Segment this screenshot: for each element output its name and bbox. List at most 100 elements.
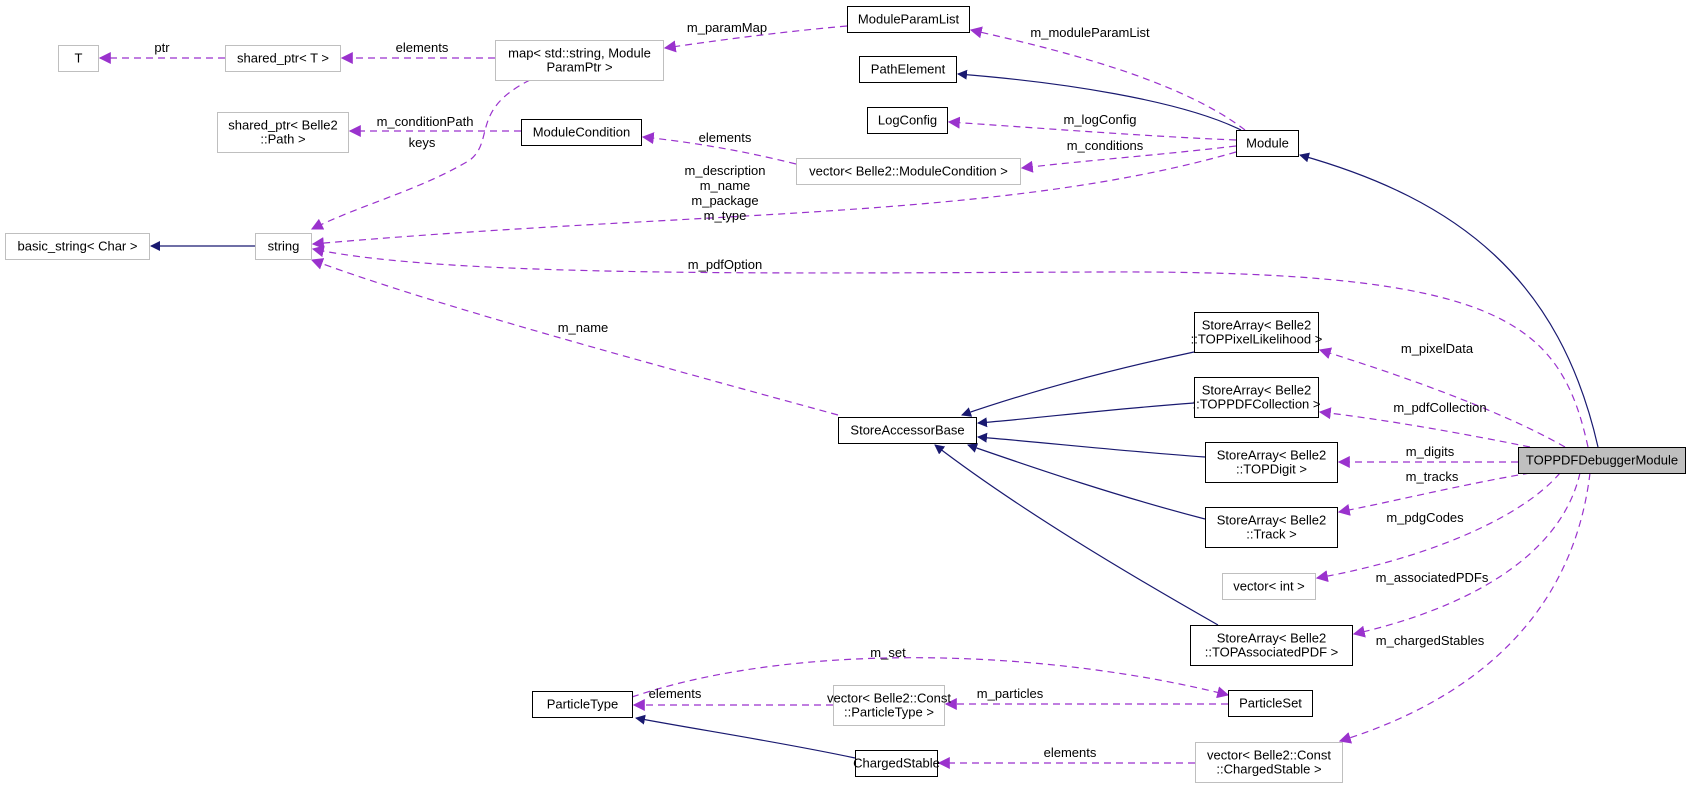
class-node-ChargedStable[interactable]: ChargedStable: [853, 750, 940, 777]
edge-line: [961, 351, 1195, 417]
edge-line: [977, 402, 1195, 428]
usage-edge-TOPPDFDebuggerModule-to-vector_int: [1315, 472, 1561, 583]
node-box: [217, 112, 349, 153]
edge-label: keys: [409, 135, 436, 150]
node-label: LogConfig: [878, 113, 937, 128]
class-node-Module[interactable]: Module: [1236, 130, 1299, 157]
usage-edge-TOPPDFDebuggerModule-to-SA_pixel: [1318, 347, 1566, 448]
node-label: StoreArray< Belle2: [1202, 383, 1311, 398]
usage-edge-TOPPDFDebuggerModule-to-SA_assoc: [1352, 472, 1581, 638]
class-node-ModuleParamList[interactable]: ModuleParamList: [847, 6, 970, 33]
node-box: [1222, 573, 1316, 600]
node-label: shared_ptr< T >: [237, 51, 329, 66]
class-node-SA_assoc[interactable]: StoreArray< Belle2::TOPAssociatedPDF >: [1190, 625, 1353, 666]
usage-edge-Module-to-string: [311, 151, 1237, 250]
node-box: [5, 233, 150, 260]
class-node-ParticleSet[interactable]: ParticleSet: [1228, 690, 1313, 717]
class-node-StoreAccessorBase[interactable]: StoreAccessorBase: [838, 417, 977, 444]
edge-label: m_digits: [1406, 444, 1455, 459]
class-node-T[interactable]: T: [58, 45, 99, 72]
node-label: StoreArray< Belle2: [1217, 513, 1326, 528]
class-node-vector_ptype[interactable]: vector< Belle2::Const::ParticleType >: [827, 685, 951, 726]
class-node-shared_ptr_T[interactable]: shared_ptr< T >: [225, 45, 341, 72]
class-node-SA_pixel[interactable]: StoreArray< Belle2::TOPPixelLikelihood >: [1191, 312, 1323, 353]
edge-line: [631, 657, 1230, 699]
node-label: string: [268, 239, 300, 254]
node-box: [1228, 690, 1313, 717]
inheritance-edge-SA_pdfcoll-to-StoreAccessorBase: [977, 402, 1195, 428]
node-box: [847, 6, 970, 33]
edge-label: m_description: [685, 163, 766, 178]
class-node-shared_ptr_path[interactable]: shared_ptr< Belle2::Path >: [217, 112, 349, 153]
class-node-LogConfig[interactable]: LogConfig: [867, 107, 948, 134]
edge-line: [1299, 152, 1599, 448]
edge-label: elements: [649, 686, 702, 701]
edge-label: m_conditions: [1067, 138, 1144, 153]
node-label: ModuleCondition: [533, 125, 631, 140]
edge-line: [663, 25, 848, 53]
edge-line: [934, 444, 1219, 626]
edge-line: [1020, 145, 1237, 173]
class-node-string[interactable]: string: [255, 233, 312, 260]
node-box: [1205, 442, 1338, 483]
edge-line: [957, 69, 1242, 131]
node-label: ParticleSet: [1239, 696, 1302, 711]
class-node-ModuleCondition[interactable]: ModuleCondition: [521, 119, 642, 146]
usage-edge-TOPPDFDebuggerModule-to-vector_charged: [1338, 472, 1591, 744]
edges-layer: [98, 25, 1599, 769]
edge-line: [641, 132, 797, 165]
edge-label: m_particles: [977, 686, 1044, 701]
class-node-vector_modcond[interactable]: vector< Belle2::ModuleCondition >: [796, 158, 1021, 185]
node-box: [1205, 507, 1338, 548]
edge-line: [977, 432, 1206, 458]
edge-label: m_set: [870, 645, 906, 660]
node-label: StoreAccessorBase: [850, 423, 964, 438]
class-node-TOPPDFDebuggerModule[interactable]: TOPPDFDebuggerModule: [1518, 447, 1686, 474]
node-box: [1195, 742, 1343, 783]
edge-label: m_name: [700, 178, 751, 193]
class-node-SA_digit[interactable]: StoreArray< Belle2::TOPDigit >: [1205, 442, 1338, 483]
node-box: [1190, 625, 1353, 666]
node-label: vector< Belle2::Const: [827, 691, 951, 706]
inheritance-edge-TOPPDFDebuggerModule-to-Module: [1299, 152, 1599, 448]
usage-edge-Module-to-ModuleParamList: [969, 26, 1246, 131]
edge-label: m_pixelData: [1401, 341, 1474, 356]
edge-label: elements: [396, 40, 449, 55]
node-label: vector< Belle2::ModuleCondition >: [809, 164, 1008, 179]
edge-label: elements: [1044, 745, 1097, 760]
edge-label: m_conditionPath: [377, 114, 474, 129]
class-node-vector_int[interactable]: vector< int >: [1222, 573, 1316, 600]
inheritance-edge-SA_assoc-to-StoreAccessorBase: [934, 444, 1219, 626]
edge-line: [310, 258, 839, 416]
usage-edge-ParticleType-to-ParticleSet: [631, 657, 1230, 699]
class-node-ParticleType[interactable]: ParticleType: [532, 691, 633, 718]
edge-line: [311, 245, 1589, 448]
edge-line: [635, 714, 856, 759]
edge-label: m_tracks: [1406, 469, 1459, 484]
node-label: ::ParticleType >: [844, 705, 934, 720]
edge-line: [947, 116, 1237, 141]
class-node-vector_charged[interactable]: vector< Belle2::Const::ChargedStable >: [1195, 742, 1343, 783]
class-node-SA_track[interactable]: StoreArray< Belle2::Track >: [1205, 507, 1338, 548]
class-node-PathElement[interactable]: PathElement: [859, 56, 957, 83]
edge-label: m_name: [558, 320, 609, 335]
node-label: StoreArray< Belle2: [1217, 631, 1326, 646]
node-label: ::Path >: [260, 132, 305, 147]
node-label: T: [75, 51, 83, 66]
inheritance-edge-SA_digit-to-StoreAccessorBase: [977, 432, 1206, 458]
edge-label: elements: [699, 130, 752, 145]
node-label: Module: [1246, 136, 1289, 151]
node-label: TOPPDFDebuggerModule: [1526, 453, 1678, 468]
node-box: [532, 691, 633, 718]
edge-line: [1337, 472, 1531, 516]
node-label: vector< Belle2::Const: [1207, 748, 1331, 763]
edge-label: ptr: [154, 40, 170, 55]
class-node-basic_string[interactable]: basic_string< Char >: [5, 233, 150, 260]
node-box: [1194, 377, 1319, 418]
class-node-SA_pdfcoll[interactable]: StoreArray< Belle2::TOPPDFCollection >: [1192, 377, 1321, 418]
edge-label: m_associatedPDFs: [1376, 570, 1489, 585]
node-label: basic_string< Char >: [18, 239, 138, 254]
node-box: [225, 45, 341, 72]
